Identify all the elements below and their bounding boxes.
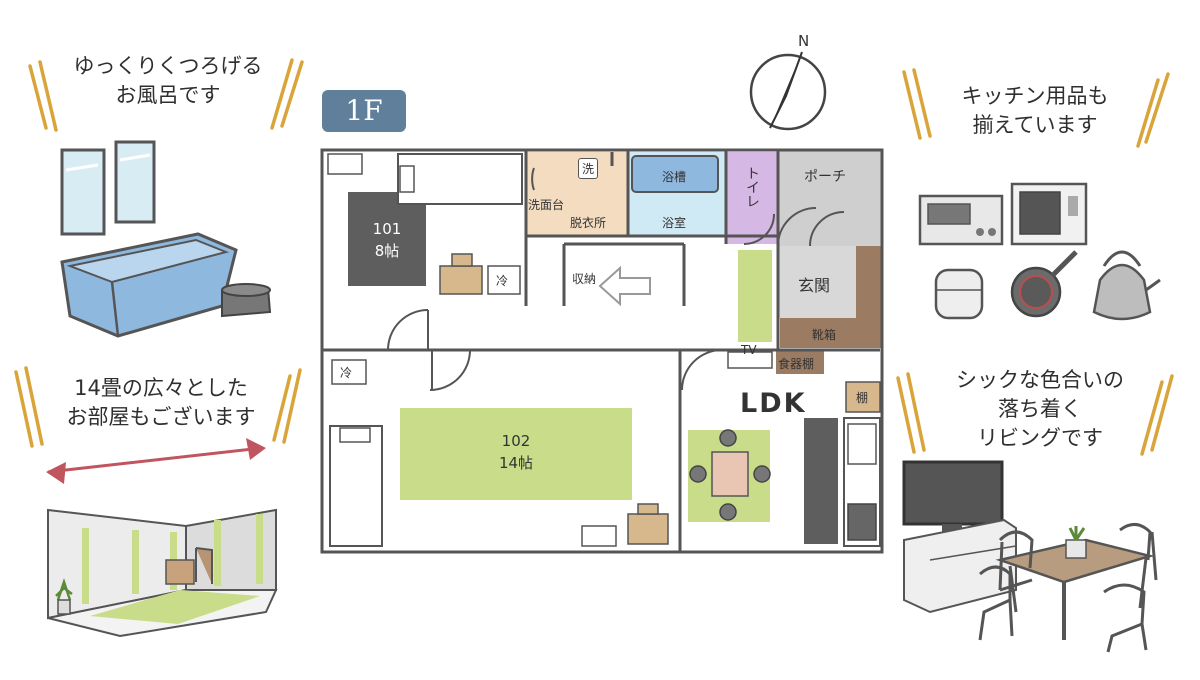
bath-caption-line-2: お風呂です <box>115 83 221 107</box>
shoe-cabinet-label: 靴箱 <box>812 328 837 342</box>
washer-label: 洗 <box>578 158 599 179</box>
living-illustration <box>902 460 1158 653</box>
bath-caption-line-1: ゆっくりくつろげる <box>73 54 263 78</box>
fridge-101-label: 冷 <box>496 274 509 288</box>
bathtub-illustration <box>60 140 272 338</box>
room-102-label: 102 14帖 <box>476 430 556 474</box>
living-caption-line-2: 落ち着く <box>998 397 1082 421</box>
entrance-label: 玄関 <box>798 276 831 295</box>
bathroom-label: 浴室 <box>662 216 687 230</box>
toilet-label: トイレ <box>744 166 760 208</box>
porch-label: ポーチ <box>804 169 846 185</box>
kitchen-items-illustration <box>918 182 1161 321</box>
storage-label: 収納 <box>572 272 597 286</box>
compass-icon <box>749 51 827 131</box>
room-illustration <box>46 438 278 638</box>
tv-label: TV <box>741 343 757 357</box>
kitchen-caption: キッチン用品も 揃えています <box>920 82 1150 140</box>
fridge-102-label: 冷 <box>340 366 353 380</box>
washstand-label: 洗面台 <box>528 198 565 212</box>
bath-caption: ゆっくりくつろげる お風呂です <box>40 52 296 110</box>
room-caption: 14畳の広々とした お部屋もございます <box>30 374 292 432</box>
floor-plan <box>320 148 884 554</box>
room-101-label: 101 8帖 <box>354 218 420 262</box>
kitchen-caption-line-1: キッチン用品も <box>961 84 1109 108</box>
room-102-number: 102 <box>501 432 531 450</box>
room-caption-line-2: お部屋もございます <box>66 405 256 429</box>
room-101-size: 8帖 <box>374 242 400 260</box>
shelf-label: 棚 <box>856 391 869 405</box>
room-caption-line-1: 14畳の広々とした <box>74 376 248 400</box>
ldk-label: LDK <box>740 388 807 419</box>
room-101-number: 101 <box>372 220 402 238</box>
living-caption-line-1: シックな色合いの <box>956 368 1124 392</box>
living-caption-line-3: リビングです <box>977 426 1103 450</box>
compass-north-label: N <box>798 32 810 50</box>
floor-badge: 1F <box>322 90 406 132</box>
caption-accent-strokes <box>14 58 1174 456</box>
room-102-size: 14帖 <box>498 454 534 472</box>
dressing-room-label: 脱衣所 <box>570 216 607 230</box>
dish-cabinet-label: 食器棚 <box>778 357 815 371</box>
bathtub-label: 浴槽 <box>662 170 687 184</box>
living-caption: シックな色合いの 落ち着く リビングです <box>920 366 1160 453</box>
kitchen-caption-line-2: 揃えています <box>972 113 1098 137</box>
